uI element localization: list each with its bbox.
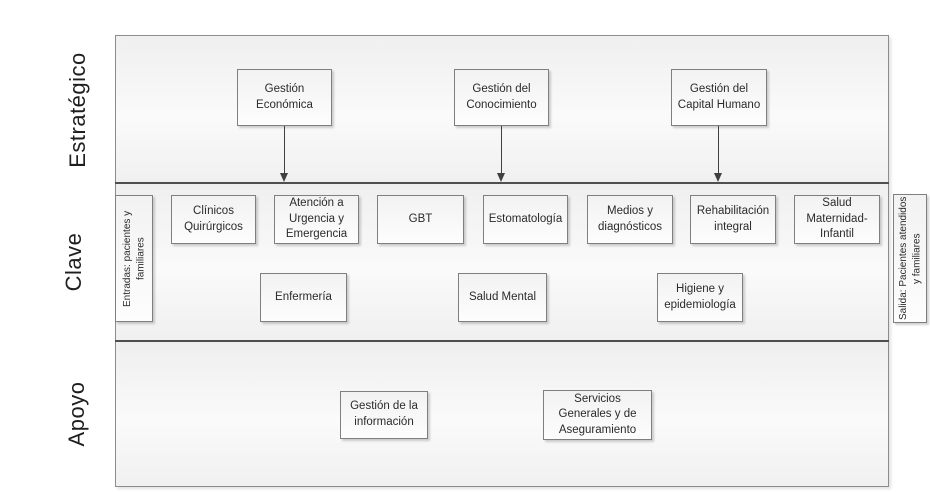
band-label-estrategico: Estratégico	[65, 52, 90, 168]
process-box-gestion-informacion: Gestión de la información	[340, 391, 428, 439]
process-box-rehabilitacion-integral: Rehabilitación integral	[690, 195, 776, 244]
band-separator-bottom	[115, 340, 889, 342]
down-arrow-line	[284, 126, 285, 174]
down-arrow-icon	[497, 173, 505, 182]
process-box-atencion-urgencia-emergencia: Atención a Urgencia y Emergencia	[274, 195, 359, 244]
band-label-apoyo: Apoyo	[64, 381, 89, 447]
output-label-text: Salida: Pacientes atendidos y familiares	[897, 196, 923, 321]
down-arrow-line	[718, 126, 719, 174]
input-label-box: Entradas: pacientes y familiares	[115, 195, 153, 322]
process-box-gestion-capital-humano: Gestión del Capital Humano	[671, 69, 767, 126]
down-arrow-icon	[280, 173, 288, 182]
down-arrow-icon	[714, 173, 722, 182]
input-label-text: Entradas: pacientes y familiares	[121, 210, 147, 307]
output-label-box: Salida: Pacientes atendidos y familiares	[893, 194, 927, 323]
down-arrow-line	[501, 126, 502, 174]
process-box-medios-diagnosticos: Medios y diagnósticos	[587, 195, 673, 244]
band-label-clave: Clave	[61, 232, 86, 292]
process-box-gestion-economica: Gestión Económica	[237, 69, 332, 126]
process-box-servicios-generales-aseguramiento: Servicios Generales y de Aseguramiento	[543, 390, 652, 440]
process-box-clinicos-quirurgicos: Clínicos Quirúrgicos	[171, 195, 256, 244]
band-separator-top	[115, 182, 889, 184]
process-box-enfermeria: Enfermería	[260, 273, 347, 322]
process-box-salud-mental: Salud Mental	[458, 273, 547, 322]
process-box-estomatologia: Estomatología	[483, 195, 568, 244]
process-box-higiene-epidemiologia: Higiene y epidemiología	[657, 273, 743, 322]
process-box-gbt: GBT	[377, 195, 464, 244]
process-box-salud-maternidad-infantil: Salud Maternidad-Infantil	[794, 195, 880, 244]
band-apoyo	[115, 341, 889, 487]
process-box-gestion-conocimiento: Gestión del Conocimiento	[454, 69, 549, 126]
